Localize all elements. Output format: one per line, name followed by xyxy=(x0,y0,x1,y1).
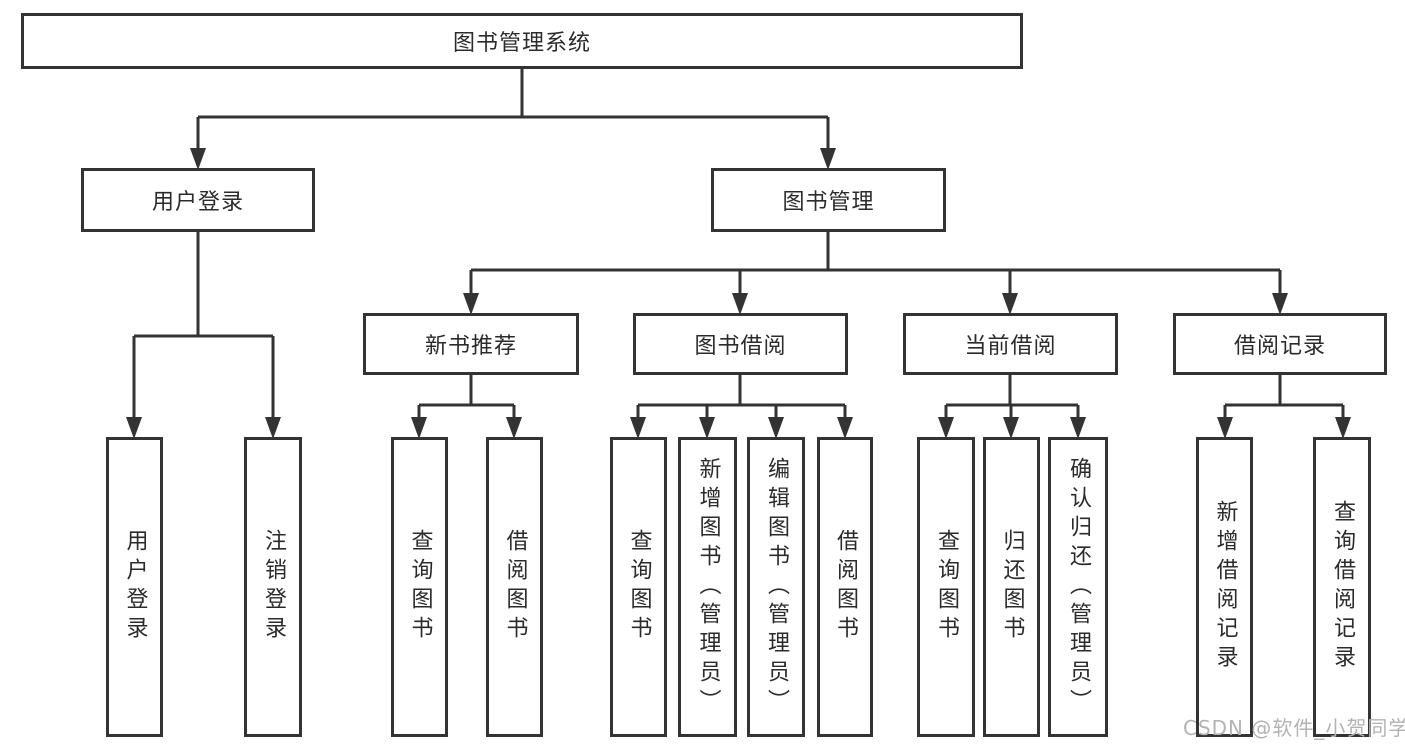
leaf-edit-books-admin-label: 编辑图书（管理员） xyxy=(764,456,789,718)
leaf-borrow-books-recommend-box: 借阅图书 xyxy=(486,437,543,737)
leaf-confirm-return-admin-box: 确认归还（管理员） xyxy=(1048,437,1108,737)
book-management-box: 图书管理 xyxy=(711,168,946,232)
user-login-label: 用户登录 xyxy=(151,190,244,215)
watermark-text: CSDN @软件_小贺同学 xyxy=(1183,716,1405,740)
leaf-user-login-box: 用户登录 xyxy=(106,437,163,737)
leaf-query-books-borrow-label: 查询图书 xyxy=(626,529,652,645)
leaf-query-books-recommend-label: 查询图书 xyxy=(407,529,433,645)
leaf-borrow-books-recommend-label: 借阅图书 xyxy=(502,529,528,645)
leaf-query-books-current-box: 查询图书 xyxy=(917,437,975,737)
leaf-user-login-label: 用户登录 xyxy=(122,529,148,645)
leaf-add-books-admin-box: 新增图书（管理员） xyxy=(678,437,737,737)
book-borrow-box: 图书借阅 xyxy=(633,313,848,375)
book-borrow-label: 图书借阅 xyxy=(694,334,787,359)
leaf-logout-login-label: 注销登录 xyxy=(261,529,286,645)
leaf-edit-books-admin-box: 编辑图书（管理员） xyxy=(747,437,805,737)
leaf-add-borrow-record-box: 新增借阅记录 xyxy=(1196,437,1253,737)
leaf-return-books-box: 归还图书 xyxy=(983,437,1040,737)
root-box: 图书管理系统 xyxy=(21,13,1023,69)
leaf-query-books-current-label: 查询图书 xyxy=(934,529,959,645)
leaf-add-borrow-record-label: 新增借阅记录 xyxy=(1212,500,1238,674)
root-label: 图书管理系统 xyxy=(452,31,591,56)
current-borrow-label: 当前借阅 xyxy=(964,334,1057,359)
current-borrow-box: 当前借阅 xyxy=(903,313,1118,375)
leaf-confirm-return-admin-label: 确认归还（管理员） xyxy=(1066,456,1091,718)
new-book-recommend-label: 新书推荐 xyxy=(424,334,517,359)
leaf-query-borrow-record-box: 查询借阅记录 xyxy=(1313,437,1371,737)
leaf-query-books-borrow-box: 查询图书 xyxy=(610,437,667,737)
leaf-return-books-label: 归还图书 xyxy=(999,529,1025,645)
leaf-borrow-books-box: 借阅图书 xyxy=(817,437,873,737)
leaf-query-books-recommend-box: 查询图书 xyxy=(391,437,448,737)
leaf-query-borrow-record-label: 查询借阅记录 xyxy=(1330,500,1355,674)
user-login-box: 用户登录 xyxy=(81,168,315,232)
borrow-record-box: 借阅记录 xyxy=(1173,313,1387,375)
new-book-recommend-box: 新书推荐 xyxy=(363,313,579,375)
borrow-record-label: 借阅记录 xyxy=(1233,334,1326,359)
leaf-add-books-admin-label: 新增图书（管理员） xyxy=(695,456,721,718)
leaf-logout-login-box: 注销登录 xyxy=(244,437,302,737)
book-management-label: 图书管理 xyxy=(782,190,875,215)
leaf-borrow-books-label: 借阅图书 xyxy=(833,529,858,645)
